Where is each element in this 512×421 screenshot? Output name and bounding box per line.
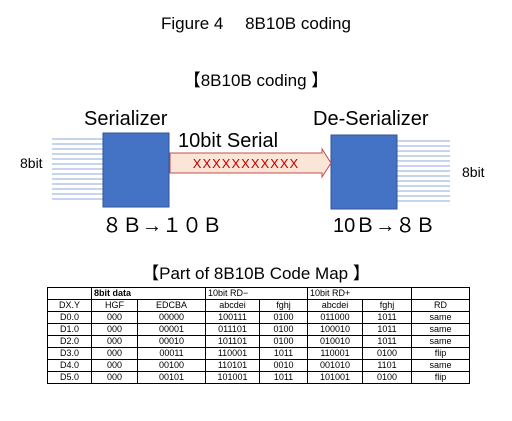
table-cell: 010010 — [307, 335, 364, 348]
table-cell: 100111 — [205, 311, 261, 324]
right-bus-label: 8bit — [462, 164, 485, 180]
table-cell: same — [411, 335, 471, 348]
table-cell: 110001 — [205, 347, 261, 360]
table-cell: 0100 — [362, 371, 413, 384]
table-cell: 101001 — [205, 371, 261, 384]
table-cell: 0100 — [362, 347, 413, 360]
column-header: abcdei — [307, 299, 364, 312]
group-header-rd-minus: 10bit RD− — [205, 287, 309, 300]
right-conversion-label: 10Ｂ→８Ｂ — [333, 215, 436, 237]
table-cell: 000 — [91, 311, 138, 324]
table-cell: 110001 — [307, 347, 364, 360]
table-cell: 1011 — [362, 311, 413, 324]
table-cell: 00011 — [136, 347, 207, 360]
table-cell: 00100 — [136, 359, 207, 372]
serializer-block — [102, 132, 170, 208]
table-cell: 1011 — [259, 347, 309, 360]
group-header-8bit: 8bit data — [90, 287, 207, 300]
right-bus-lines — [397, 140, 450, 202]
serial-arrow — [169, 147, 332, 179]
column-header: HGF — [91, 299, 138, 312]
column-header: fghj — [362, 299, 413, 312]
column-header: DX.Y — [47, 299, 92, 312]
column-header: EDCBA — [136, 299, 207, 312]
table-cell: same — [411, 311, 471, 324]
serializer-label: Serializer — [84, 108, 168, 130]
left-conversion-label: ８Ｂ→１０Ｂ — [102, 215, 222, 237]
group-header-blank — [47, 287, 92, 300]
serial-x-marks: XXXXXXXXXXX — [193, 156, 299, 171]
table-cell: flip — [411, 347, 471, 360]
table-cell: D0.0 — [47, 311, 92, 324]
table-cell: 0100 — [259, 323, 309, 336]
table-cell: 000 — [91, 335, 138, 348]
table-cell: 0100 — [259, 311, 309, 324]
column-header: RD — [411, 299, 471, 312]
table-cell: same — [411, 323, 471, 336]
table-cell: 110101 — [205, 359, 261, 372]
column-header: abcdei — [205, 299, 261, 312]
table-cell: 011000 — [307, 311, 364, 324]
deserializer-label: De-Serializer — [313, 108, 429, 130]
group-header-rd-plus: 10bit RD+ — [307, 287, 413, 300]
table-cell: 101001 — [307, 371, 364, 384]
left-bus-lines — [52, 138, 103, 200]
table-cell: D3.0 — [47, 347, 92, 360]
table-cell: D1.0 — [47, 323, 92, 336]
table-cell: 000 — [91, 323, 138, 336]
table-cell: 100010 — [307, 323, 364, 336]
table-cell: 000 — [91, 359, 138, 372]
table-cell: 0100 — [259, 335, 309, 348]
left-bus-label: 8bit — [20, 155, 43, 171]
table-cell: 1011 — [362, 335, 413, 348]
table-cell: 101101 — [205, 335, 261, 348]
figure-title: Figure 4 8B10B coding — [161, 14, 351, 33]
table-cell: 000 — [91, 371, 138, 384]
table-cell: D2.0 — [47, 335, 92, 348]
code-map-title: 【Part of 8B10B Code Map 】 — [142, 264, 370, 283]
table-cell: 0010 — [259, 359, 309, 372]
table-cell: 00101 — [136, 371, 207, 384]
table-cell: 1011 — [259, 371, 309, 384]
code-map-group-header-row: 8bit data 10bit RD− 10bit RD+ — [47, 287, 471, 300]
table-cell: 001010 — [307, 359, 364, 372]
table-cell: 011101 — [205, 323, 261, 336]
table-cell: 00010 — [136, 335, 207, 348]
table-cell: 00001 — [136, 323, 207, 336]
group-header-blank — [411, 287, 471, 300]
table-cell: 000 — [91, 347, 138, 360]
table-cell: D5.0 — [47, 371, 92, 384]
section-title: 【8B10B coding 】 — [183, 71, 329, 90]
column-header: fghj — [259, 299, 309, 312]
serial-label: 10bit Serial — [178, 130, 279, 152]
deserializer-block — [330, 134, 398, 210]
table-cell: same — [411, 359, 471, 372]
table-cell: 1011 — [362, 323, 413, 336]
table-cell: flip — [411, 371, 471, 384]
table-cell: 1101 — [362, 359, 413, 372]
table-cell: 00000 — [136, 311, 207, 324]
table-cell: D4.0 — [47, 359, 92, 372]
